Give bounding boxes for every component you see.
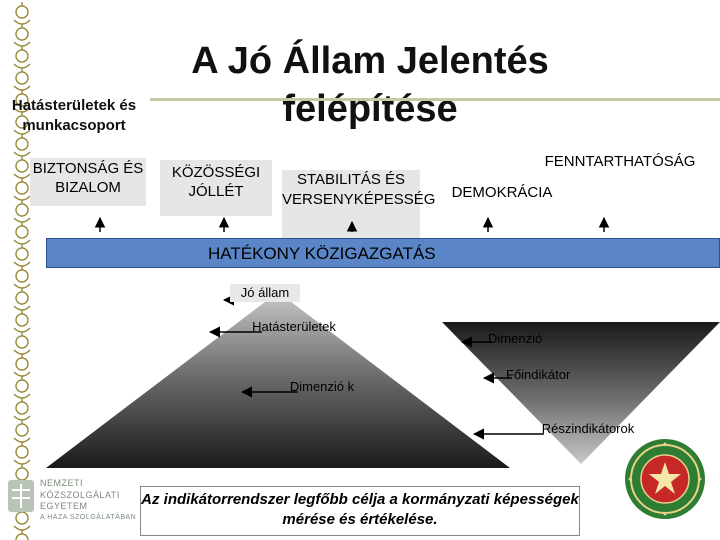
pyramid-right-middle-label: Főindikátor (506, 367, 571, 382)
efficient-administration-label: HATÉKONY KÖZIGAZGATÁS (208, 244, 436, 263)
pyramid-right-bottom-label: Részindikátorok (541, 421, 635, 436)
efficient-administration-bar (46, 238, 720, 268)
area-sustainability: FENNTARTHATÓSÁG (544, 153, 696, 170)
footer-statement: Az indikátorrendszer legfőbb célja a kor… (140, 486, 580, 536)
title-divider (150, 98, 720, 101)
university-logo-text: NEMZETI KÖZSZOLGÁLATI EGYETEM A HAZA SZO… (40, 478, 137, 522)
page-title: A Jó Állam Jelentés felépítése (191, 40, 549, 130)
pyramid-left (46, 292, 510, 468)
area-democracy: DEMOKRÁCIA (451, 184, 553, 201)
university-seal-icon (625, 439, 705, 519)
pyramid-right (442, 322, 720, 464)
area-security: BIZTONSÁG ÉS BIZALOM (30, 158, 146, 206)
area-stability: STABILITÁS ÉS VERSENYKÉPESSÉG (282, 170, 435, 238)
pyramid-right-top-label: Dimenzió (488, 331, 543, 346)
pyramid-left-bottom-label: Dimenzió k (289, 379, 355, 394)
side-label: Hatásterületek és munkacsoport (11, 97, 137, 135)
area-community: KÖZÖSSÉGI JÓLLÉT (160, 160, 272, 216)
pyramid-left-top-label: Jó állam (230, 284, 300, 302)
pyramid-left-middle-label: Hatásterületek (252, 319, 336, 334)
